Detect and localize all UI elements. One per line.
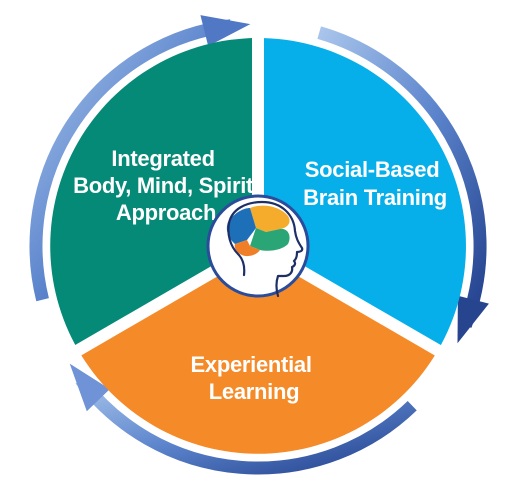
arrowhead-right-icon	[457, 295, 489, 344]
cycle-arc-bottom	[75, 375, 417, 475]
brain-lobe-top	[250, 205, 290, 232]
brain-lobes	[226, 205, 290, 257]
cycle-arc-top	[29, 19, 232, 302]
label-body-mind-spirit-line-3: Approach	[116, 200, 216, 225]
label-body-mind-spirit: Integrated Body, Mind, Spirit Approach	[73, 146, 259, 225]
label-experiential-line-2: Learning	[209, 379, 300, 404]
brain-lobe-front	[250, 228, 290, 251]
label-body-mind-spirit-line-1: Integrated	[111, 146, 214, 171]
head-back-outline	[227, 221, 246, 277]
arrowhead-top-icon	[200, 15, 251, 47]
label-social-brain: Social-Based Brain Training	[303, 157, 447, 210]
label-body-mind-spirit-line-2: Body, Mind, Spirit	[73, 173, 254, 198]
head-profile-outline	[227, 200, 304, 298]
brain-head-profile-icon	[206, 194, 310, 298]
cycle-ring	[29, 15, 489, 475]
segment-experiential	[78, 246, 439, 454]
cycle-arc-right	[317, 26, 487, 328]
label-social-brain-line-1: Social-Based	[305, 157, 440, 182]
arrowhead-left-icon	[69, 363, 110, 412]
brain-lobe-back	[226, 208, 256, 244]
label-social-brain-line-2: Brain Training	[303, 185, 447, 210]
label-experiential: Experiential Learning	[191, 352, 318, 404]
label-experiential-line-1: Experiential	[191, 352, 312, 377]
brain-lobe-lower	[234, 240, 260, 257]
